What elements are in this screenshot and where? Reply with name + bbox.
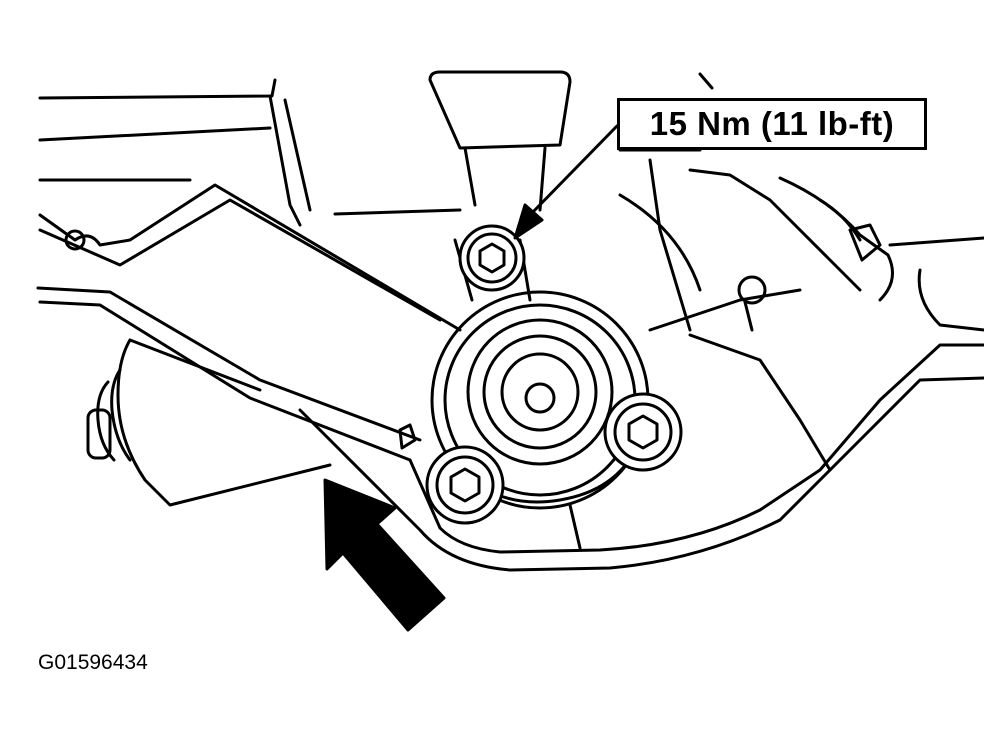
bolt-right — [603, 392, 683, 472]
callout-leader — [513, 124, 619, 240]
torque-callout: 15 Nm (11 lb-ft) — [617, 98, 927, 150]
torque-callout-text: 15 Nm (11 lb-ft) — [649, 105, 895, 142]
bolt-bottom-left — [425, 445, 505, 525]
background-structure — [38, 70, 984, 472]
mounting-bolts — [425, 224, 683, 525]
mounting-bracket — [36, 183, 984, 572]
motor-indicator-arrow — [323, 478, 446, 632]
wiper-motor — [86, 338, 332, 507]
bolt-top — [458, 224, 526, 292]
figure-id: G01596434 — [38, 651, 148, 674]
